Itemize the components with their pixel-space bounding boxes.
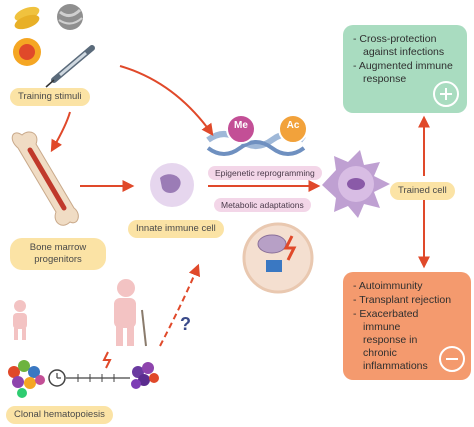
question-mark: ?	[180, 314, 191, 334]
benefit-item: Cross-protection against infections	[353, 33, 457, 59]
particle-icon	[13, 38, 41, 66]
clonal-hematopoiesis-label: Clonal hematopoiesis	[6, 406, 113, 424]
timeline-icon	[48, 351, 130, 387]
training-stimuli-icons	[13, 4, 95, 88]
innate-cell-icon	[150, 163, 194, 207]
bone-icon	[11, 131, 79, 226]
trained-cell-icon	[322, 150, 390, 218]
ac-badge	[278, 114, 308, 144]
harm-item: Transplant rejection	[353, 294, 461, 307]
harm-list: Autoimmunity Transplant rejection Exacer…	[353, 280, 461, 373]
me-label: Me	[234, 120, 248, 131]
me-badge	[226, 114, 256, 144]
benefit-box: Cross-protection against infections Augm…	[343, 25, 467, 113]
capsule-icon	[14, 6, 40, 30]
bone-marrow-label: Bone marrow progenitors	[10, 238, 106, 270]
stem-cell-cluster-icon	[8, 360, 45, 398]
minus-icon	[439, 346, 465, 372]
arrows	[50, 65, 430, 347]
benefit-item: Augmented immune response	[353, 60, 457, 86]
elderly-icon	[114, 279, 147, 347]
arrow-clonal-to-cell	[159, 263, 201, 347]
benefit-list: Cross-protection against infections Augm…	[353, 33, 457, 86]
training-stimuli-label: Training stimuli	[10, 88, 90, 106]
metabolism-cell-icon	[242, 222, 314, 294]
bead-icon	[57, 4, 83, 30]
trained-cell-label: Trained cell	[390, 182, 455, 200]
innate-immune-cell-label: Innate immune cell	[128, 220, 224, 238]
child-icon	[13, 300, 27, 340]
arrow-stimuli-to-bone	[50, 111, 71, 153]
arrow-stimuli-to-cell	[119, 65, 214, 136]
plus-icon	[433, 81, 459, 107]
clonal-cluster-icon	[131, 362, 159, 389]
harm-item: Exacerbated immune response in chronic i…	[353, 308, 461, 373]
syringe-icon	[45, 45, 95, 88]
epigenetic-label: Epigenetic reprogramming	[208, 166, 322, 180]
harm-item: Autoimmunity	[353, 280, 461, 293]
harm-box: Autoimmunity Transplant rejection Exacer…	[343, 272, 471, 380]
ac-label: Ac	[286, 120, 300, 131]
metabolic-label: Metabolic adaptations	[214, 198, 311, 212]
